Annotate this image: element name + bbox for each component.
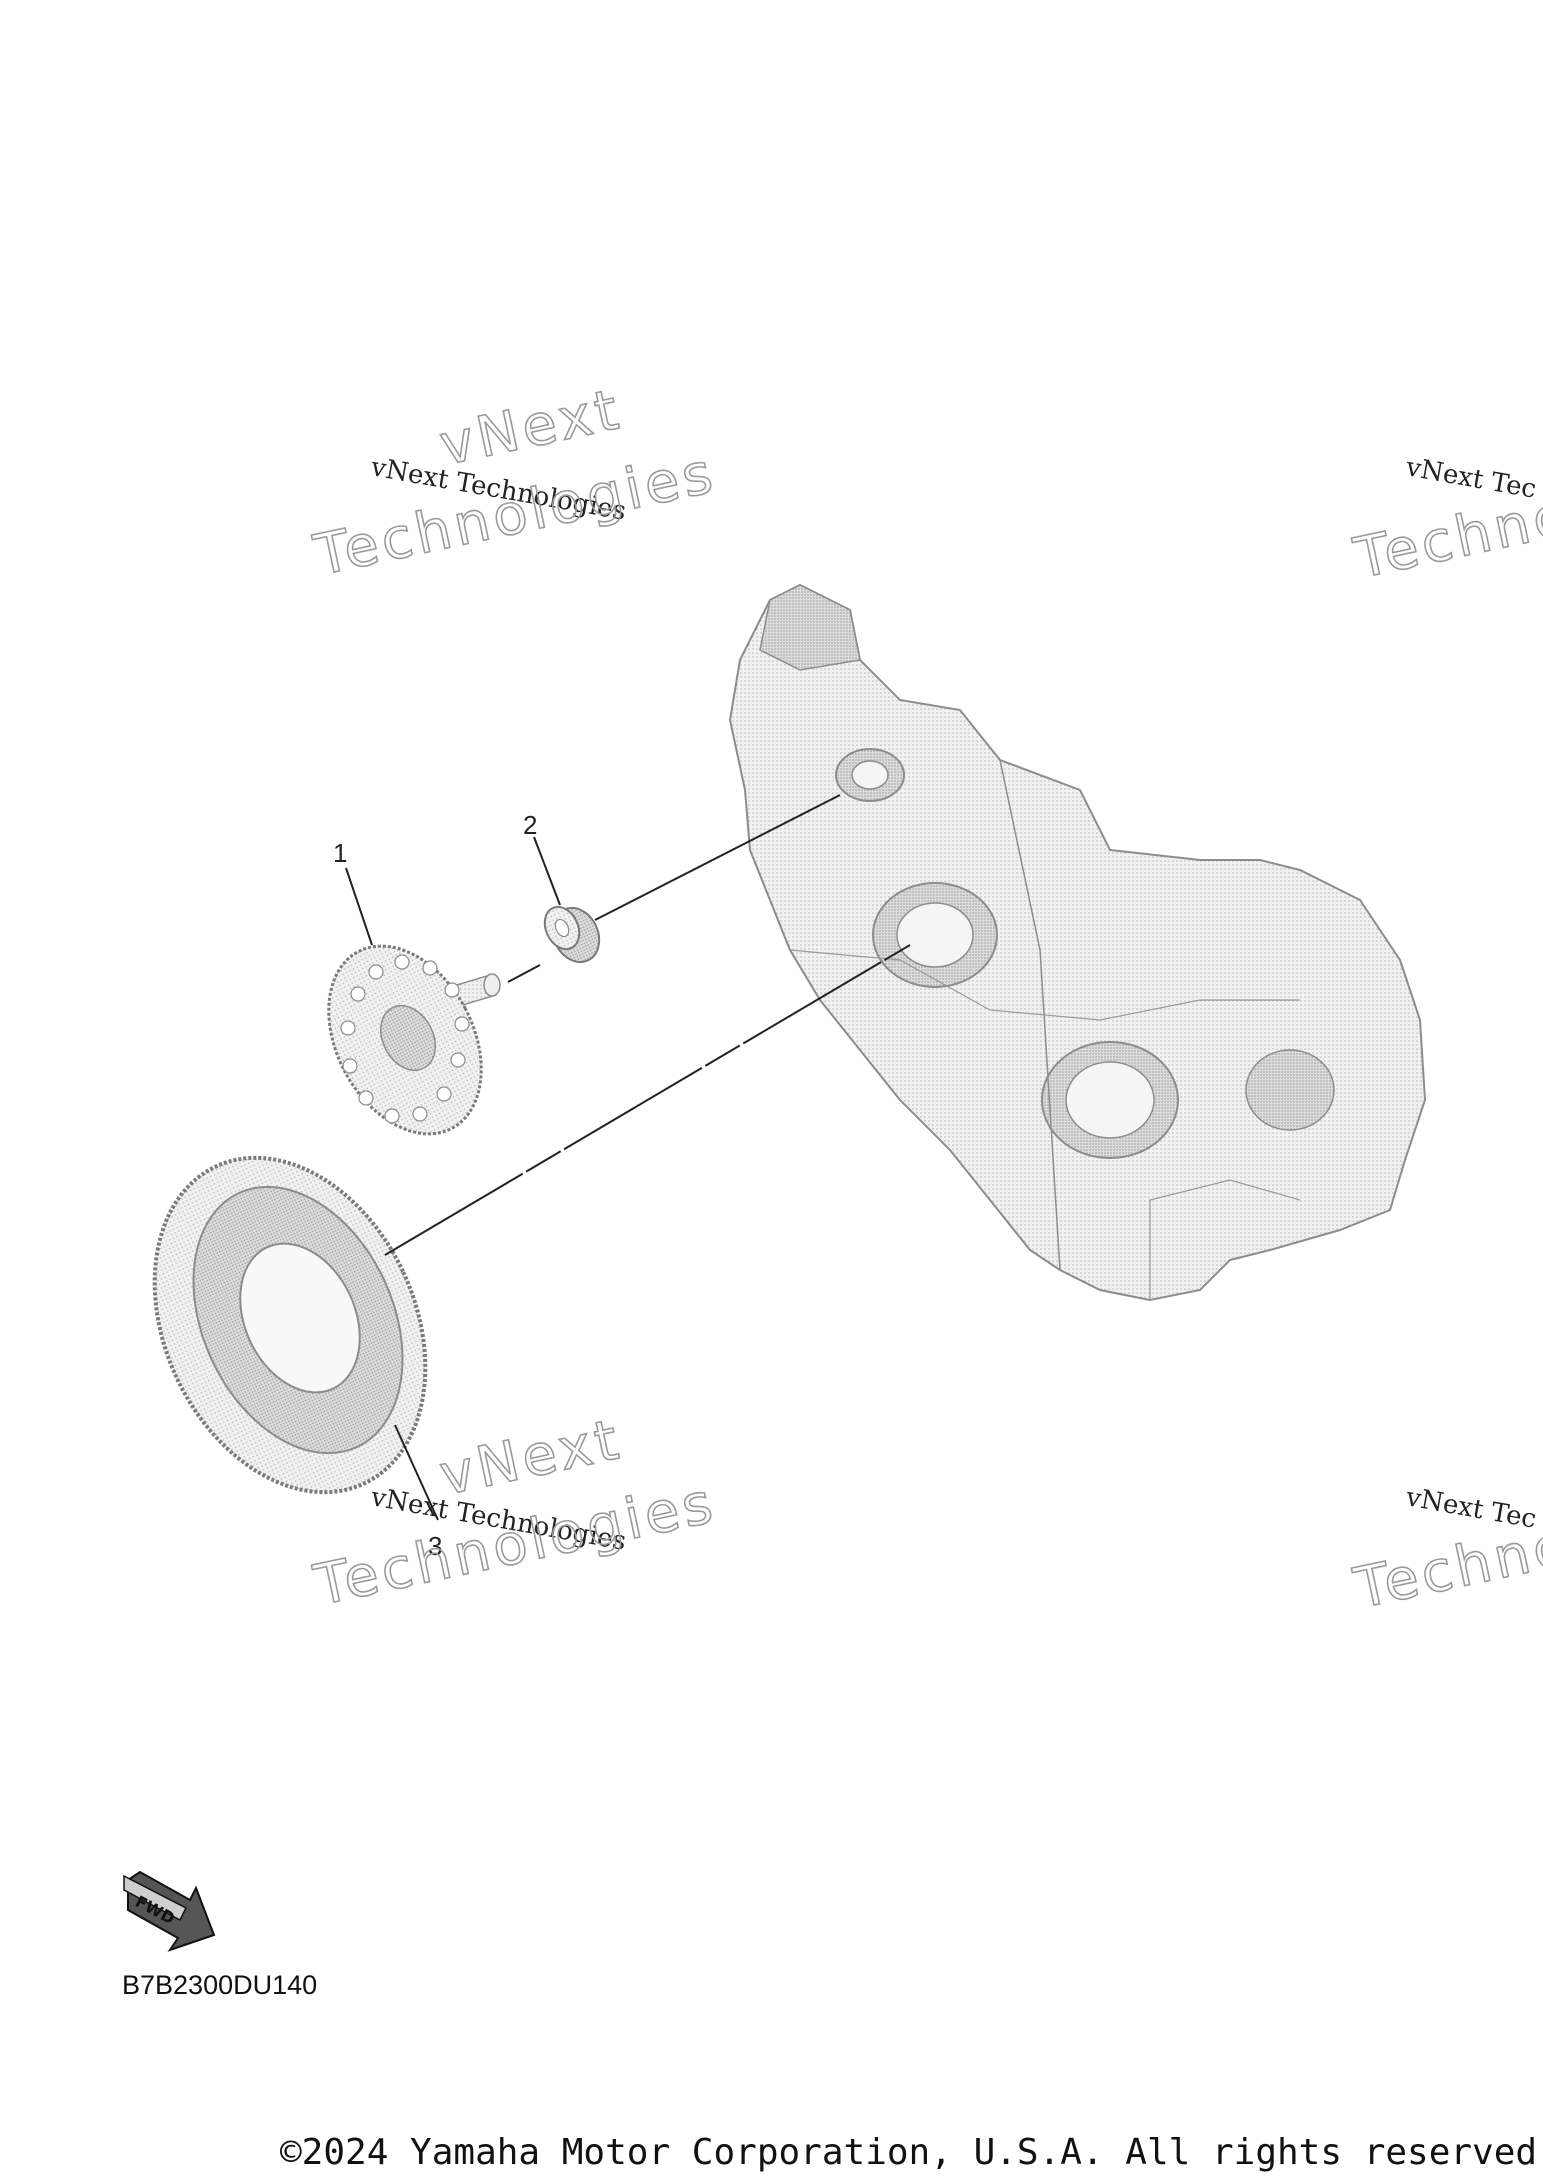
watermark-lower-right: vNext Tec Technc [1348, 1482, 1543, 1623]
idle-gear-illustration [327, 944, 501, 1136]
callout-3: 3 [428, 1531, 442, 1561]
watermark-technologies-text-partial: Technc [1348, 483, 1543, 592]
callout-1: 1 [333, 838, 347, 868]
crankcase-illustration [728, 583, 1427, 1302]
assembly-lines [384, 794, 911, 1256]
watermark-technologies-text-partial: Technc [1348, 1513, 1543, 1622]
watermark-upper-left: vNext vNext Technologies Technologies [308, 376, 723, 590]
watermark-upper-right: vNext Tec Technc [1348, 452, 1543, 593]
bearing-illustration [543, 905, 601, 964]
starter-ring-gear-illustration [152, 1155, 428, 1495]
copyright-notice: ©2024 Yamaha Motor Corporation, U.S.A. A… [280, 2132, 1538, 2173]
callout-2: 2 [523, 810, 537, 840]
diagram-code: B7B2300DU140 [122, 1970, 318, 2000]
fwd-arrow-icon: FWD [123, 1870, 216, 1952]
callout-leaders [345, 836, 561, 1521]
